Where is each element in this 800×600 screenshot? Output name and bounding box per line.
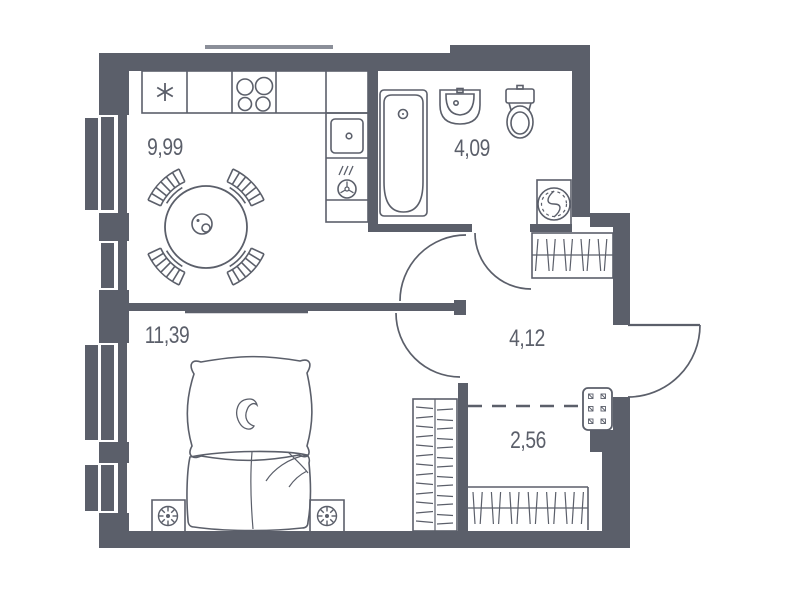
- dining-table-icon: [164, 185, 248, 269]
- closet-rail-icon: [468, 486, 589, 530]
- window-kitchen-large: [101, 115, 127, 213]
- walls: [99, 45, 630, 548]
- bed-icon: [185, 310, 313, 532]
- window-bedroom-large: [101, 343, 127, 442]
- wall-left-1: [99, 53, 129, 115]
- wall-divider: [125, 303, 456, 311]
- wall-top-raised: [450, 45, 590, 54]
- entrance-door-swing-arc: [627, 324, 701, 398]
- entrance-door: [627, 323, 701, 398]
- doors: [395, 232, 701, 398]
- room-area-label-hallway: 4,12: [509, 325, 545, 352]
- shelf-unit-icon: [412, 398, 458, 532]
- room-area-label-bedroom: 11,39: [144, 322, 190, 349]
- wall-left-2: [99, 213, 129, 241]
- wall-left-3: [99, 290, 129, 343]
- chairs: [144, 165, 268, 289]
- bed-pillow-curl: [236, 398, 259, 430]
- chair-icon: [221, 242, 268, 289]
- facade-strip-1: [85, 118, 98, 210]
- bathtub-icon: [379, 89, 428, 217]
- chair-icon: [144, 165, 191, 212]
- wall-top: [99, 53, 590, 71]
- wall-closet-west: [458, 383, 468, 531]
- window-bedroom-small: [101, 463, 127, 513]
- nightstand-lamp-icon: [316, 505, 338, 527]
- kitchen-fixtures: [141, 70, 369, 289]
- bathroom-door-swing-arc: [474, 232, 532, 290]
- room-area-label-closet: 2,56: [510, 427, 546, 454]
- wall-bathroom-left: [368, 71, 378, 232]
- facade-lines: [85, 45, 333, 511]
- bed-pillow: [186, 355, 313, 462]
- bed-blanket: [186, 450, 312, 532]
- wall-left-4: [99, 442, 129, 463]
- wall-right-lower: [602, 452, 630, 531]
- facade-strip-3: [85, 465, 98, 511]
- nightstand-right: [309, 499, 345, 531]
- kitchen-counter: [141, 70, 369, 223]
- window-kitchen-small: [101, 241, 127, 290]
- windows: [101, 115, 127, 513]
- fridge-icon: [156, 83, 174, 101]
- nightstand-left: [151, 499, 186, 531]
- washbasin-icon: [439, 87, 481, 125]
- facade-strip-2: [85, 345, 98, 440]
- coat-rack-icon: [531, 232, 614, 279]
- room-area-label-bathroom: 4,09: [454, 135, 490, 162]
- wall-right-upper: [613, 217, 630, 325]
- bedroom-door-swing-arc: [395, 312, 461, 378]
- wall-bathroom-bottom-1: [368, 224, 472, 232]
- bathroom-fixtures: [379, 84, 572, 228]
- kitchen-sink-icon: [330, 118, 364, 154]
- chair-icon: [221, 165, 268, 212]
- electrical-panel-icon: [582, 387, 613, 431]
- wall-bottom: [99, 531, 630, 548]
- facade-line-top: [205, 45, 333, 49]
- closet-fixtures: [468, 404, 589, 530]
- wall-right-wide-block: [590, 430, 630, 452]
- washing-machine-icon: [536, 179, 572, 228]
- wall-bathroom-right: [572, 45, 590, 217]
- wall-divider-post: [454, 300, 466, 315]
- room-area-label-kitchen: 9,99: [147, 134, 183, 161]
- toilet-icon: [505, 84, 535, 139]
- wall-bathroom-bottom-2: [530, 224, 572, 232]
- bedroom-furniture: [151, 310, 458, 532]
- bed-blanket-folds: [250, 451, 309, 530]
- stove-icon: [236, 76, 274, 112]
- kitchen-door-swing-arc: [399, 234, 467, 302]
- chair-icon: [144, 242, 191, 289]
- nightstand-lamp-icon: [157, 505, 179, 527]
- wall-right-below-door: [613, 397, 630, 430]
- vent-icon: [337, 165, 357, 199]
- hallway-fixtures: [531, 232, 614, 431]
